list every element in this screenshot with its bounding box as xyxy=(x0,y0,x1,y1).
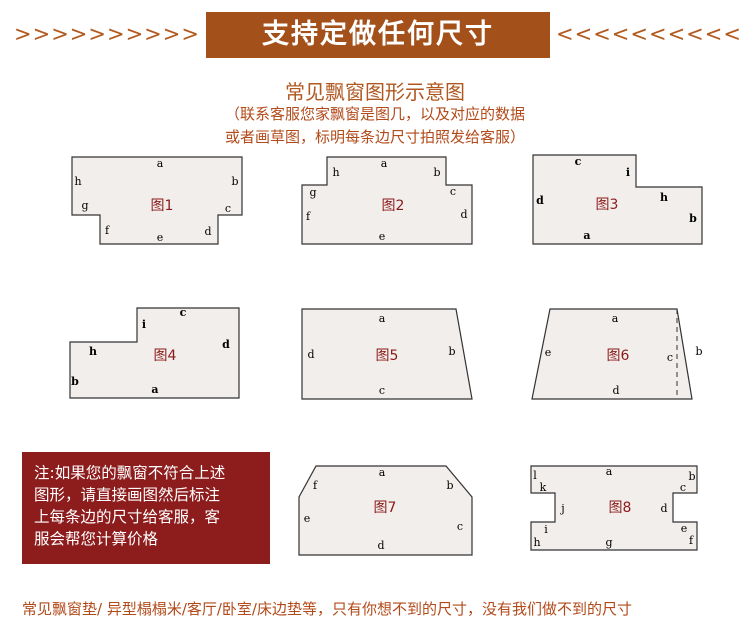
instruction-line-1: （联系客服您家飘窗是图几，以及对应的数据 xyxy=(224,105,525,123)
figure-3: 图3 a b c d h i xyxy=(532,154,703,245)
right-arrows-decoration: <<<<<<<<<< xyxy=(556,22,742,46)
edge-label: f xyxy=(313,479,318,492)
figure-8-shape xyxy=(530,465,698,551)
figure-2: 图2 a b c d e f g h xyxy=(301,156,473,245)
edge-label: d xyxy=(222,338,230,351)
edge-label: d xyxy=(612,384,619,397)
edge-label: a xyxy=(381,157,388,170)
edge-label: a xyxy=(157,157,164,170)
figure-3-label: 图3 xyxy=(596,197,619,213)
edge-label: g xyxy=(81,199,88,212)
edge-label: e xyxy=(157,231,164,244)
figure-1-shape xyxy=(71,156,243,245)
edge-label: e xyxy=(304,512,311,525)
notice-line-1: 注:如果您的飘窗不符合上述 xyxy=(34,464,226,482)
figure-5-shape xyxy=(301,308,473,400)
edge-label: k xyxy=(540,481,547,494)
edge-label: h xyxy=(332,166,339,179)
figure-7-label: 图7 xyxy=(374,500,397,516)
edge-label: c xyxy=(379,384,385,397)
edge-label: f xyxy=(306,210,311,223)
notice-line-3: 上每条边的尺寸给客服，客 xyxy=(34,508,221,526)
edge-label: a xyxy=(379,312,386,325)
edge-label: b xyxy=(433,166,440,179)
notice-line-4: 服会帮您计算价格 xyxy=(34,530,159,548)
figure-5-label: 图5 xyxy=(376,348,399,364)
edge-label: b xyxy=(448,345,455,358)
diagram-subtitle: 常见飘窗图形示意图 xyxy=(285,80,465,104)
edge-label: j xyxy=(559,502,564,515)
edge-label: i xyxy=(544,523,548,536)
figure-7: 图7 a b c d e f xyxy=(298,465,473,556)
custom-shape-notice: 注:如果您的飘窗不符合上述 图形，请直接画图然后标注 上每条边的尺寸给客服，客 … xyxy=(22,452,270,564)
figure-4-label: 图4 xyxy=(154,348,177,364)
edge-label: i xyxy=(142,318,146,331)
edge-label: e xyxy=(681,522,688,535)
edge-label: h xyxy=(533,536,540,549)
edge-label: c xyxy=(450,185,456,198)
edge-label: b xyxy=(71,375,79,388)
figure-4-shape xyxy=(69,307,240,399)
edge-label: b xyxy=(695,345,702,358)
notice-line-2: 图形，请直接画图然后标注 xyxy=(34,486,221,504)
edge-label: h xyxy=(74,175,81,188)
figure-3-shape xyxy=(532,154,703,245)
figure-4: 图4 a b c d h i xyxy=(69,306,240,399)
edge-label: c xyxy=(680,481,686,494)
edge-label: h xyxy=(89,345,97,358)
edge-label: e xyxy=(379,230,386,243)
edge-label: c xyxy=(457,520,463,533)
figure-8: 图8 a b c d e f g h i j k l xyxy=(530,465,698,551)
figure-1-label: 图1 xyxy=(151,198,174,214)
edge-label: f xyxy=(689,534,694,547)
edge-label: b xyxy=(231,175,238,188)
edge-label: c xyxy=(575,155,582,168)
edge-label: g xyxy=(309,186,316,199)
figure-8-label: 图8 xyxy=(609,500,632,516)
edge-label: a xyxy=(379,466,386,479)
footer-tagline: 常见飘窗垫/ 异型榻榻米/客厅/卧室/床边垫等，只有你想不到的尺寸，没有我们做不… xyxy=(22,600,632,618)
left-arrows-decoration: >>>>>>>>>> xyxy=(14,22,200,46)
edge-label: a xyxy=(606,465,613,478)
figure-6-shape xyxy=(531,308,693,400)
edge-label: a xyxy=(612,312,619,325)
edge-label: b xyxy=(688,470,695,483)
edge-label: g xyxy=(605,536,612,549)
edge-label: d xyxy=(307,348,314,361)
page-title-banner: 支持定做任何尺寸 xyxy=(206,12,550,58)
figure-2-label: 图2 xyxy=(382,198,405,214)
edge-label: d xyxy=(377,539,384,552)
edge-label: e xyxy=(545,346,552,359)
edge-label: i xyxy=(626,166,630,179)
edge-label: d xyxy=(204,225,211,238)
edge-label: a xyxy=(151,383,158,396)
edge-label: d xyxy=(660,502,667,515)
figure-5: 图5 a b c d xyxy=(301,308,473,400)
figure-6-label: 图6 xyxy=(607,348,630,364)
figure-6: 图6 a b c d e xyxy=(531,308,703,400)
edge-label: d xyxy=(536,194,544,207)
edge-label: l xyxy=(533,469,537,482)
edge-label: f xyxy=(105,224,110,237)
edge-label: d xyxy=(460,208,467,221)
edge-label: h xyxy=(660,191,668,204)
edge-label: b xyxy=(689,212,697,225)
instruction-line-2: 或者画草图，标明每条边尺寸拍照发给客服） xyxy=(224,128,525,146)
figure-7-shape xyxy=(298,465,473,556)
edge-label: a xyxy=(583,229,590,242)
edge-label: b xyxy=(446,479,453,492)
edge-label: c xyxy=(667,351,673,364)
edge-label: c xyxy=(225,202,231,215)
figure-1: 图1 a b c d e f g h xyxy=(71,156,243,245)
edge-label: c xyxy=(180,306,187,319)
figure-2-shape xyxy=(301,156,473,245)
